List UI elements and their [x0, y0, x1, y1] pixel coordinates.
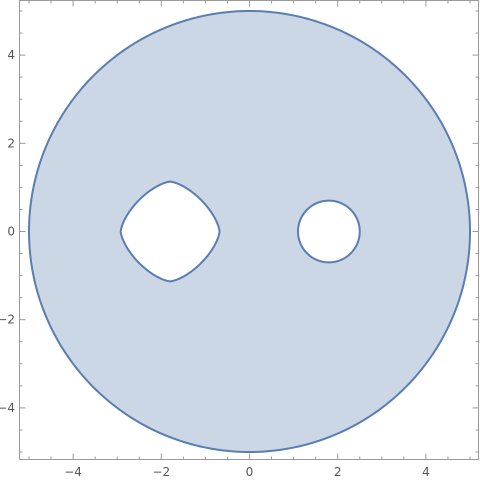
- x-tick-label: 2: [334, 465, 342, 479]
- tick-labels: −4 −2 0 2 4 4 2 0 −2 −4: [0, 48, 430, 479]
- y-tick-label: 2: [7, 136, 15, 150]
- x-tick-label: −4: [64, 465, 82, 479]
- x-tick-label: 0: [246, 465, 254, 479]
- y-tick-label: −2: [0, 313, 15, 327]
- x-tick-label: 4: [422, 465, 430, 479]
- filled-region: [28, 10, 471, 453]
- x-tick-label: −2: [152, 465, 170, 479]
- y-tick-label: 0: [7, 225, 15, 239]
- y-tick-label: −4: [0, 401, 15, 415]
- axis-ticks: [19, 0, 479, 460]
- y-tick-label: 4: [7, 48, 15, 62]
